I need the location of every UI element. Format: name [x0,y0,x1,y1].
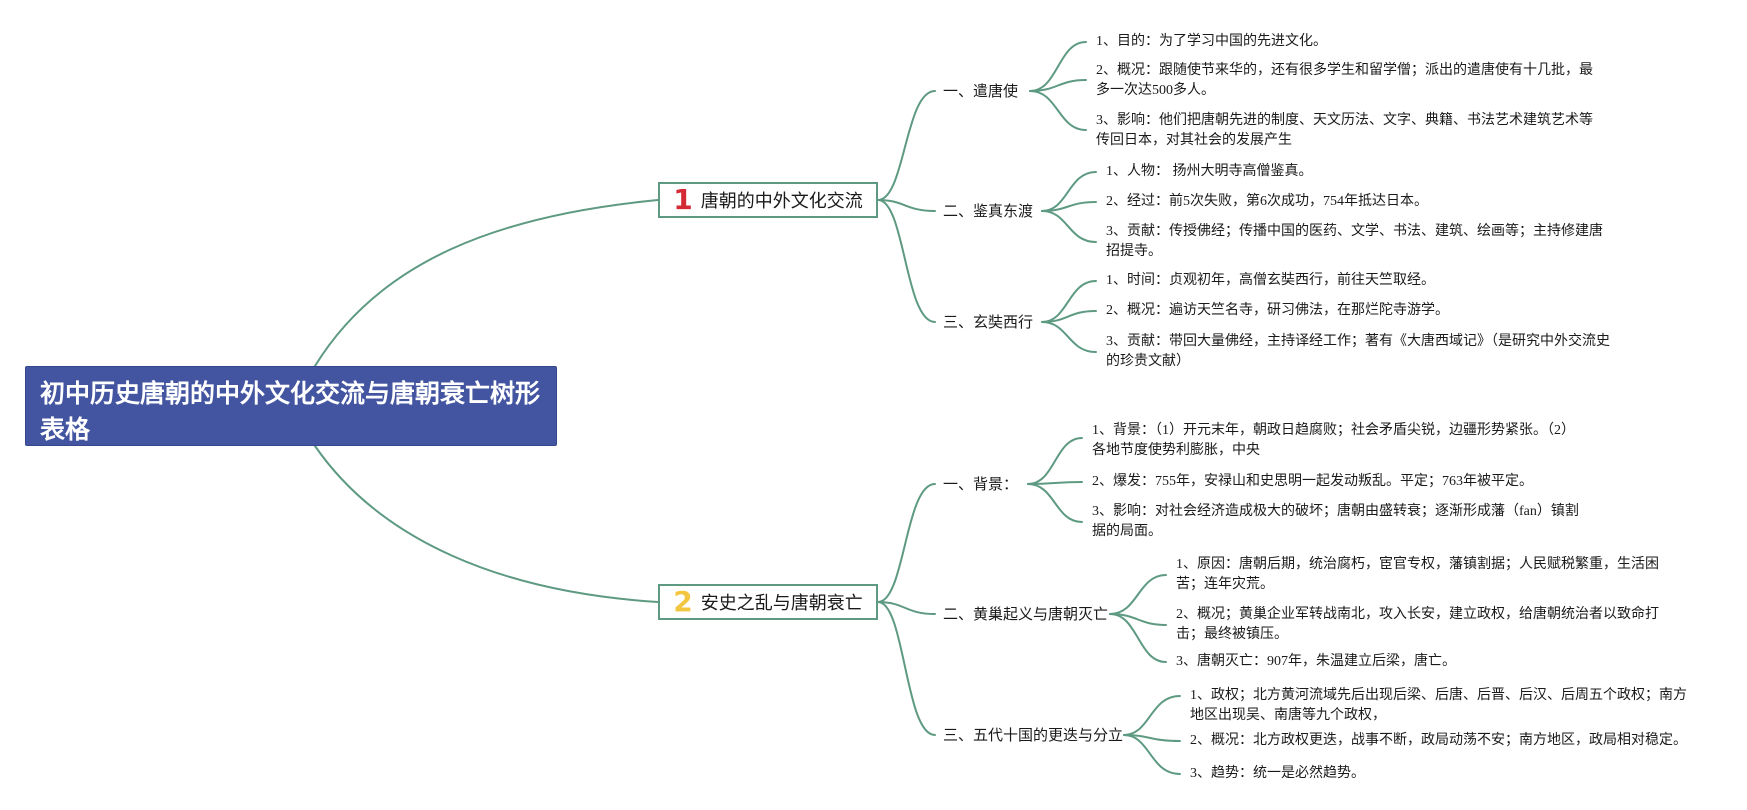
leaf-jianzhen-contribution[interactable]: 3、贡献：传授佛经；传播中国的医药、文学、书法、建筑、绘画等；主持修建唐招提寺。 [1106,224,1603,259]
leaf-xuanzang-overview[interactable]: 2、概况：遍访天竺名寺，研习佛法，在那烂陀寺游学。 [1106,303,1449,318]
leaf-xuanzang-time[interactable]: 1、时间：贞观初年，高僧玄奘西行，前往天竺取经。 [1106,273,1435,288]
connector-leaf-2-2-1 [1109,574,1167,615]
subtopic-xuanzang[interactable]: 三、玄奘西行 [943,313,1034,331]
connector-leaf-2-1-1 [1027,437,1083,485]
leaf-envoys-influence[interactable]: 3、影响：他们把唐朝先进的制度、天文历法、文字、典籍、书法艺术建筑艺术等传回日本… [1096,113,1593,148]
root-topic[interactable]: 初中历史唐朝的中外文化交流与唐朝衰亡树形表格 [25,366,557,446]
subtopic-jianzhen[interactable]: 二、鉴真东渡 [943,202,1034,220]
subtopic-background[interactable]: 一、背景： [943,475,1019,493]
topic-number-2: 2 [673,585,693,618]
connector-topic2-sub2 [877,601,936,615]
leaf-envoys-overview[interactable]: 2、概况：跟随使节来华的，还有很多学生和留学僧；派出的遣唐使有十几批，最多一次达… [1096,63,1593,98]
leaf-background-cause[interactable]: 1、背景：（1）开元末年，朝政日趋腐败；社会矛盾尖锐，边疆形势紧张。（2）各地节… [1092,423,1568,458]
leaf-background-impact[interactable]: 3、影响：对社会经济造成极大的破坏；唐朝由盛转衰；逐渐形成藩（fan）镇割据的局… [1092,504,1579,539]
leaf-five-dynasties-trend[interactable]: 3、趋势：统一是必然趋势。 [1190,766,1365,781]
connector-topic2-sub3 [877,601,936,736]
connector-leaf-2-2-3 [1109,613,1167,663]
connector-leaf-1-2-3 [1041,210,1097,243]
leaf-jianzhen-process[interactable]: 2、经过：前5次失败，第6次成功，754年抵达日本。 [1106,194,1428,209]
connector-leaf-1-3-3 [1041,321,1097,353]
leaf-huangchao-cause[interactable]: 1、原因：唐朝后期，统治腐朽，宦官专权，藩镇割据；人民赋税繁重，生活困苦；连年灾… [1176,557,1659,592]
connector-root-topic-2 [314,445,659,603]
connector-topic1-sub3 [877,199,936,323]
connector-leaf-1-1-2 [1029,79,1087,92]
subtopic-envoys[interactable]: 一、遣唐使 [943,82,1019,100]
connector-leaf-2-1-3 [1027,483,1083,523]
leaf-five-dynasties-overview[interactable]: 2、概况：北方政权更迭，战事不断，政局动荡不安；南方地区，政局相对稳定。 [1190,733,1687,748]
leaf-five-dynasties-regimes[interactable]: 1、政权；北方黄河流域先后出现后梁、后唐、后晋、后汉、后周五个政权；南方地区出现… [1190,688,1687,723]
connector-leaf-1-2-2 [1041,201,1097,212]
leaf-envoys-purpose[interactable]: 1、目的：为了学习中国的先进文化。 [1096,34,1327,49]
leaf-jianzhen-person[interactable]: 1、人物： 扬州大明寺高僧鉴真。 [1106,164,1313,179]
subtopic-five-dynasties[interactable]: 三、五代十国的更迭与分立 [943,726,1124,744]
connector-leaf-1-1-1 [1029,41,1087,92]
leaf-xuanzang-contribution[interactable]: 3、贡献：带回大量佛经，主持译经工作；著有《大唐西域记》（是研究中外交流史的珍贵… [1106,334,1610,369]
connector-leaf-1-2-1 [1041,171,1097,212]
connector-leaf-1-3-2 [1041,310,1097,323]
leaf-huangchao-overview[interactable]: 2、概况；黄巢企业军转战南北，攻入长安，建立政权，给唐朝统治者以致命打击；最终被… [1176,607,1659,642]
topic-title: 唐朝的中外文化交流 [700,191,863,212]
leaf-tang-fall[interactable]: 3、唐朝灭亡：907年，朱温建立后梁，唐亡。 [1176,654,1456,669]
connector-leaf-1-1-3 [1029,90,1087,131]
topic-number-1: 1 [673,183,693,216]
topic-title: 安史之乱与唐朝衰亡 [700,593,863,614]
leaf-background-outbreak[interactable]: 2、爆发：755年，安禄山和史思明一起发动叛乱。平定；763年被平定。 [1092,474,1533,489]
connector-topic1-sub2 [877,199,936,212]
connector-root-topic-1 [314,199,659,367]
connector-leaf-2-3-1 [1123,695,1181,736]
connector-topic2-sub1 [877,483,936,603]
connector-topic1-sub1 [877,90,936,201]
connector-leaf-2-3-3 [1123,734,1181,775]
topic-anshi-rebellion[interactable]: 2 安史之乱与唐朝衰亡 [658,584,878,620]
topic-cultural-exchange[interactable]: 1 唐朝的中外文化交流 [658,182,878,218]
subtopic-huangchao[interactable]: 二、黄巢起义与唐朝灭亡 [943,605,1109,623]
